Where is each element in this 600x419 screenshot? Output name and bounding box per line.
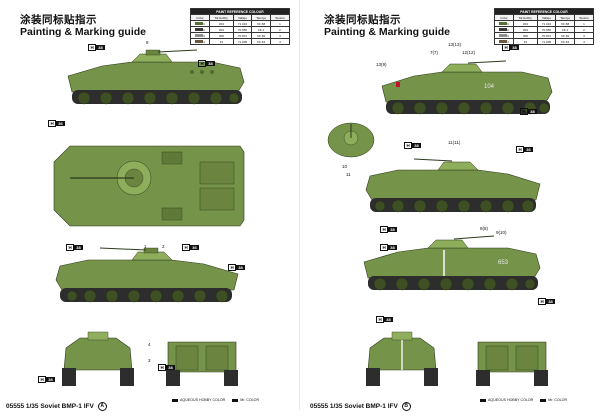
page-gutter [299,0,300,410]
page-footer: 05555 1/35 Soviet BMP-1 IFV B [310,402,411,411]
part-number: 9(10) [496,230,507,235]
paint-reference-table: PAINT REFERENCE COLOUR Color Mr.Hobby Va… [493,8,595,45]
page-footer: 05555 1/35 Soviet BMP-1 IFV A [6,402,107,411]
part-number: 8(8) [480,226,489,231]
part-number: 13(9) [376,62,387,67]
instruction-page-a: 涂装同标贴指示 Painting & Marking guide PAINT R… [2,0,294,411]
color-swatch [499,40,508,44]
bmp1-side-view-marked-2 [365,158,541,213]
part-number: 10 [342,164,348,169]
part-number: 11(11) [448,140,461,145]
sheet-marker: B [401,402,411,411]
color-swatch [499,22,508,26]
color-swatch [195,22,204,26]
color-legend: AQUEOUS HOBBY COLOR Mr. COLOR [480,398,567,402]
table-row: 4 13 71.005 XF-64 4 [189,38,291,45]
title-chinese: 涂装同标贴指示 [20,14,97,26]
bmp1-side-view-marked: 104 [381,60,553,115]
title-english: Painting & Marking guide [324,26,451,38]
part-number: 13(13) [448,42,462,47]
part-number: 4 [148,342,151,347]
color-swatch [499,28,508,32]
part-number: 3 [148,358,151,363]
title-chinese: 涂装同标贴指示 [324,14,401,26]
bmp1-front-view-marked [366,331,438,386]
bmp1-top-view [53,145,245,227]
sheet-marker: A [97,402,107,411]
paint-reference-table: PAINT REFERENCE COLOUR Color Mr.Hobby Va… [189,8,291,45]
color-swatch [499,34,508,38]
bmp1-rear-view [166,341,238,386]
part-number: 2 [162,244,165,249]
svg-text:104: 104 [484,84,495,90]
color-swatch [195,34,204,38]
part-number: 1 [144,244,147,249]
title-english: Painting & Marking guide [20,26,147,38]
instruction-page-b: 涂装同标贴指示 Painting & Marking guide PAINT R… [306,0,598,411]
table-row: 1 304 71.016 XF-58 1 [493,20,595,27]
color-legend: AQUEOUS HOBBY COLOR Mr. COLOR [172,398,259,402]
bmp1-front-view [62,331,134,386]
bmp1-rear-view-marked [476,341,548,386]
table-row: 1 304 71.016 XF-58 1 [189,20,291,27]
part-number: 8 [146,40,149,45]
bmp1-side-view-marked-3: 653 [363,235,541,291]
color-swatch [195,40,204,44]
part-number: 12(12) [462,50,476,55]
turret-detail-view [327,122,375,158]
bmp1-side-view-left [67,49,245,105]
part-number: 7(7) [430,50,439,55]
bmp1-side-view-right [55,247,239,303]
table-row: 2 304 70.950 XF-1 2 [493,26,595,33]
part-number: 11 [346,172,351,177]
color-swatch [195,28,204,32]
svg-text:653: 653 [498,260,509,266]
